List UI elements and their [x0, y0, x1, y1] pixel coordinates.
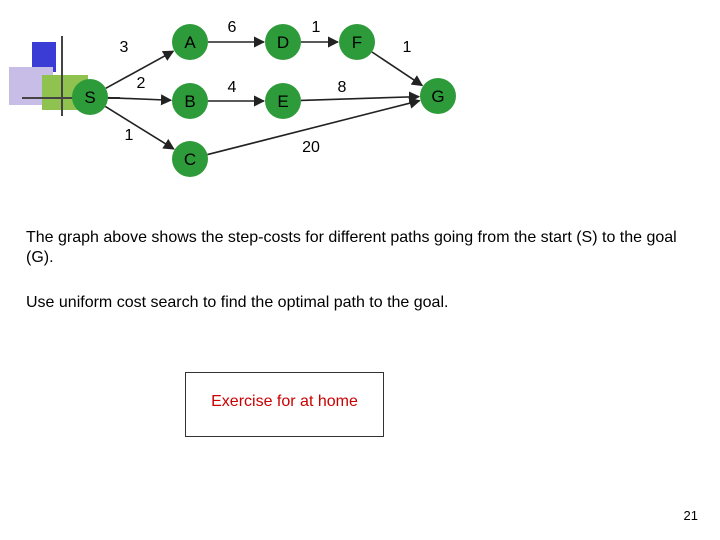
search-graph: S A B C D E F G 3 2 1 6 4 1 1 8 20: [72, 19, 456, 177]
node-d: D: [265, 24, 301, 60]
exercise-box: Exercise for at home: [185, 372, 384, 437]
edge-s-a: [105, 50, 175, 90]
edge-c-g: [207, 97, 421, 156]
node-label-s: S: [84, 88, 95, 107]
node-f: F: [339, 24, 375, 60]
node-circle-f: [339, 24, 375, 60]
edge-e-g: [300, 91, 421, 103]
node-label-b: B: [184, 92, 195, 111]
node-circle-b: [172, 83, 208, 119]
edge-cost-s-b: 2: [137, 75, 146, 92]
edge-cost-a-d: 6: [228, 19, 237, 36]
edge-cost-s-c: 1: [125, 127, 134, 144]
edges-layer: [104, 36, 424, 156]
node-label-g: G: [431, 87, 444, 106]
node-circle-e: [265, 83, 301, 119]
node-circle-c: [172, 141, 208, 177]
edge-cost-f-g: 1: [403, 39, 412, 56]
edge-s-b: [107, 94, 173, 106]
edge-cost-c-g: 20: [302, 139, 320, 156]
node-circle-d: [265, 24, 301, 60]
node-b: B: [172, 83, 208, 119]
nodes-layer: S A B C D E F G: [72, 24, 456, 177]
page-number: 21: [683, 508, 698, 523]
node-label-f: F: [352, 33, 362, 52]
node-g: G: [420, 78, 456, 114]
node-label-e: E: [277, 92, 288, 111]
edge-s-c: [104, 105, 175, 150]
problem-instruction: Use uniform cost search to find the opti…: [26, 294, 449, 311]
node-a: A: [172, 24, 208, 60]
edge-f-g: [371, 51, 424, 87]
exercise-label: Exercise for at home: [211, 393, 358, 410]
node-circle-g: [420, 78, 456, 114]
node-c: C: [172, 141, 208, 177]
node-label-a: A: [184, 33, 196, 52]
edge-cost-d-f: 1: [312, 19, 321, 36]
node-circle-s: [72, 79, 108, 115]
node-label-d: D: [277, 33, 289, 52]
edge-cost-b-e: 4: [228, 79, 237, 96]
node-label-c: C: [184, 150, 196, 169]
node-s: S: [72, 79, 108, 115]
node-circle-a: [172, 24, 208, 60]
problem-description: The graph above shows the step-costs for…: [26, 229, 677, 266]
node-e: E: [265, 83, 301, 119]
edge-labels-layer: 3 2 1 6 4 1 1 8 20: [120, 19, 412, 156]
edge-cost-e-g: 8: [338, 79, 347, 96]
edge-cost-s-a: 3: [120, 39, 129, 56]
